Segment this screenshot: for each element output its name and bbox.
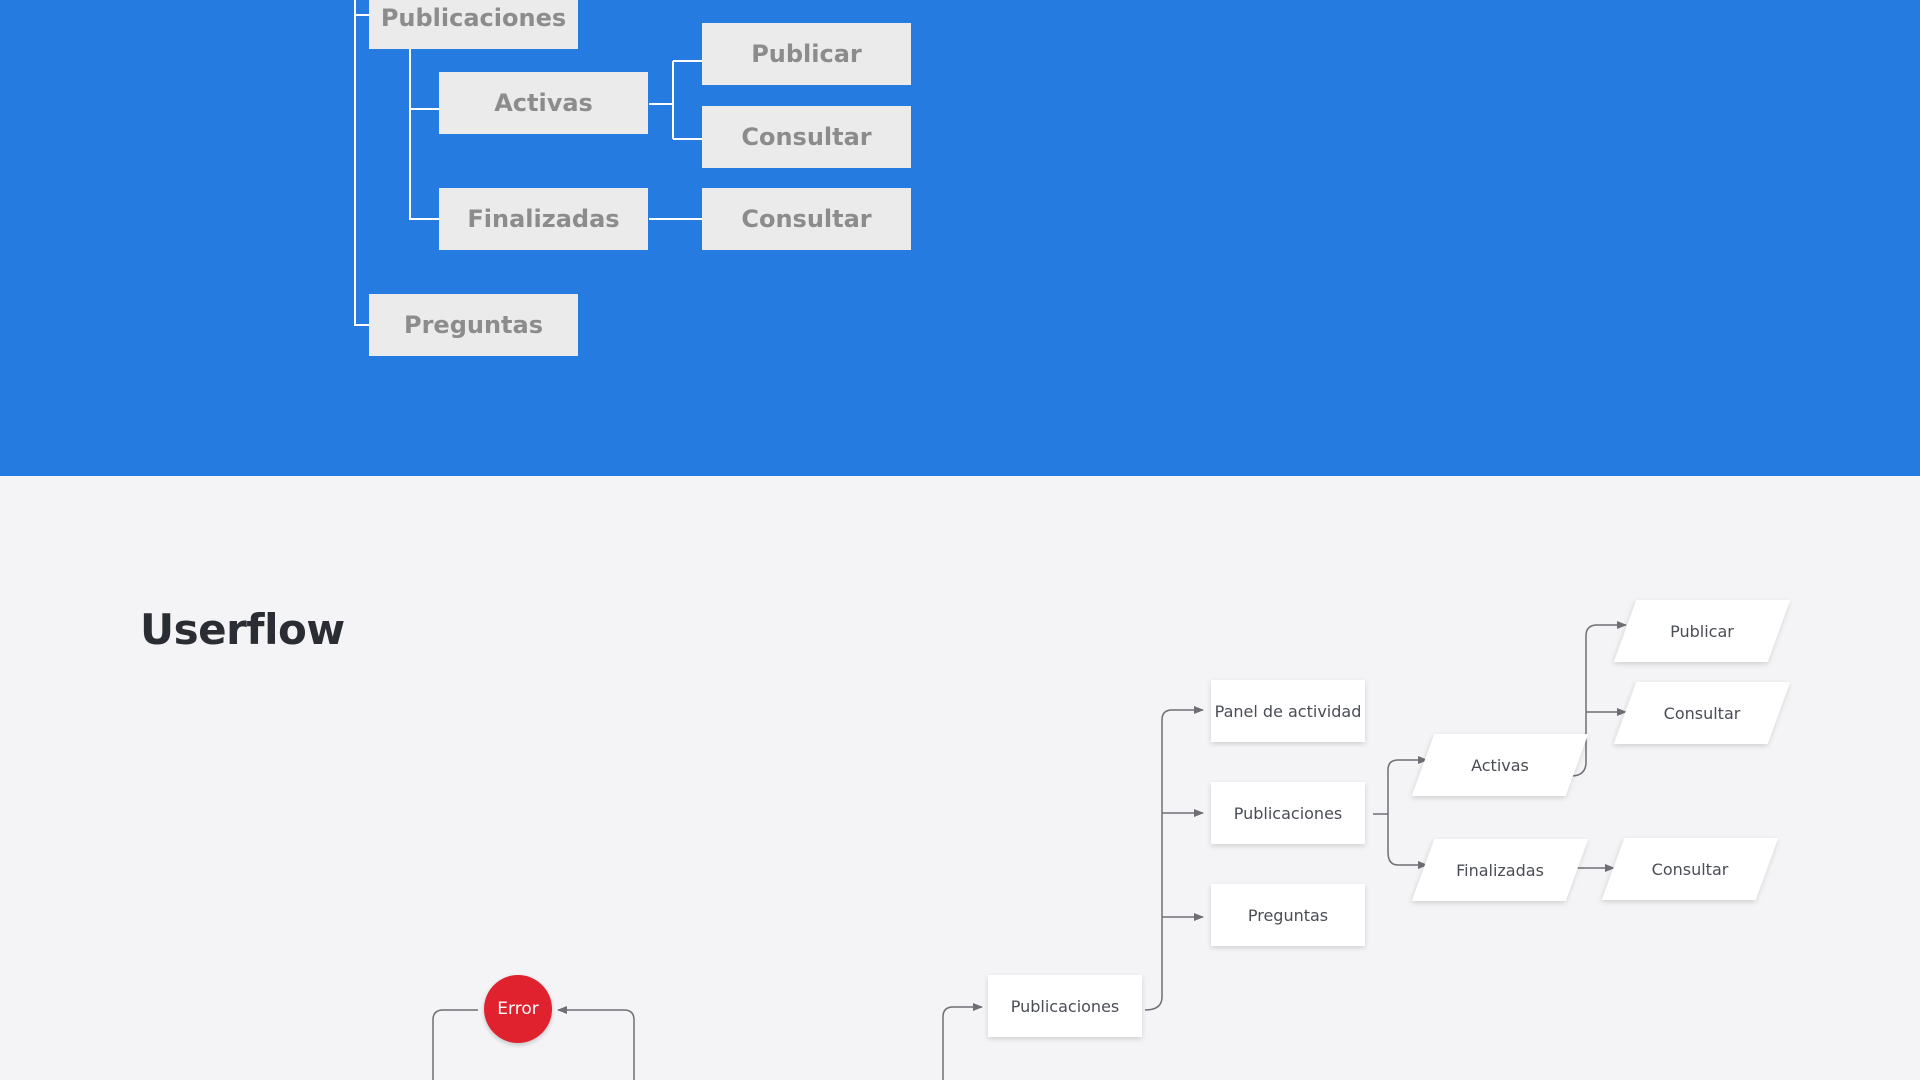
root-trunk-line: [354, 0, 369, 326]
error-node: Error: [484, 975, 552, 1043]
sitemap-node-finalizadas: Finalizadas: [439, 188, 648, 250]
userflow-node-consultar-activas: Consultar: [1625, 682, 1779, 744]
arrow-panel-de-actividad: [1144, 706, 1204, 1011]
publicaciones-branch-line: [409, 49, 439, 220]
userflow-node-publicaciones-entry: Publicaciones: [988, 975, 1142, 1037]
error-in-arrow: [557, 1006, 635, 1080]
arrow-finalizadas: [1387, 851, 1428, 869]
sitemap-node-publicar: Publicar: [702, 23, 911, 85]
userflow-node-preguntas: Preguntas: [1211, 884, 1365, 946]
error-left-connector: [432, 1009, 478, 1080]
userflow-node-panel-de-actividad: Panel de actividad: [1211, 680, 1365, 742]
userflow-label-finalizadas: Finalizadas: [1456, 860, 1544, 880]
userflow-label-consultar-finalizadas: Consultar: [1651, 859, 1729, 879]
sitemap-node-consultar-activas: Consultar: [702, 106, 911, 168]
userflow-label-publicar: Publicar: [1670, 621, 1734, 641]
userflow-node-publicaciones: Publicaciones: [1211, 782, 1365, 844]
sitemap-section: Publicaciones Activas Publicar Consultar…: [0, 0, 1920, 476]
userflow-title: Userflow: [140, 605, 345, 654]
sitemap-node-preguntas: Preguntas: [369, 294, 578, 356]
userflow-label-activas: Activas: [1471, 755, 1529, 775]
publicaciones-entry-arrow: [942, 1003, 983, 1080]
userflow-node-finalizadas: Finalizadas: [1423, 839, 1577, 901]
userflow-node-activas: Activas: [1423, 734, 1577, 796]
sitemap-connectors: [354, 0, 702, 326]
userflow-node-publicar: Publicar: [1625, 600, 1779, 662]
sitemap-node-publicaciones: Publicaciones: [369, 0, 578, 49]
userflow-label-consultar-activas: Consultar: [1663, 703, 1741, 723]
sitemap-node-activas: Activas: [439, 72, 648, 134]
userflow-node-consultar-finalizadas: Consultar: [1613, 838, 1767, 900]
sitemap-node-consultar-finalizadas: Consultar: [702, 188, 911, 250]
